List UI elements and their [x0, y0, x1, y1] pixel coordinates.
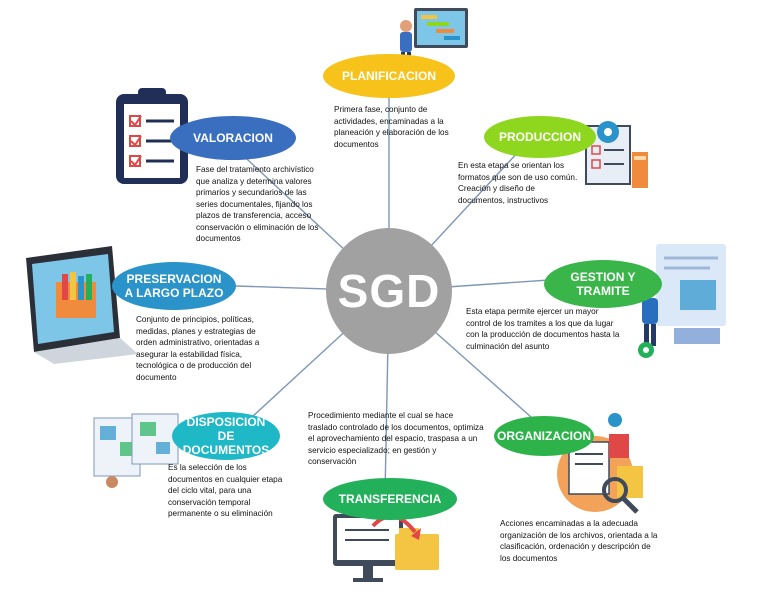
document-gear-icon [585, 121, 648, 188]
stage-gestion-label: GESTION Y TRAMITE [570, 270, 636, 298]
center-label: SGD [337, 265, 441, 317]
desc-organizacion: Acciones encaminadas a la adecuada organ… [500, 519, 658, 563]
stage-organizacion-label: ORGANIZACION [497, 429, 591, 443]
stage-valoracion-label: VALORACION [193, 131, 273, 145]
desc-preservacion: Conjunto de principios, políticas, medid… [136, 315, 260, 382]
stage-planificacion: PLANIFICACION [323, 54, 455, 98]
stage-preservacion-label: PRESERVACION A LARGO PLAZO [124, 272, 224, 300]
desc-gestion: Esta etapa permite ejercer un mayor cont… [466, 307, 620, 351]
laptop-file-cabinet-icon [26, 246, 138, 364]
stage-planificacion-label: PLANIFICACION [342, 69, 436, 83]
stage-organizacion: ORGANIZACION [494, 416, 594, 456]
desc-produccion: En esta etapa se orientan los formatos q… [458, 161, 578, 205]
stage-transferencia-label: TRANSFERENCIA [338, 492, 442, 506]
stage-valoracion: VALORACION [170, 116, 296, 160]
stage-transferencia: TRANSFERENCIA [323, 478, 457, 520]
stage-produccion-label: PRODUCCION [498, 130, 581, 144]
stage-gestion: GESTION Y TRAMITE [544, 260, 662, 308]
document-boards-icon [93, 413, 179, 488]
stage-disposicion-label: DISPOSICION DE DOCUMENTOS [182, 415, 270, 457]
stage-produccion: PRODUCCION [484, 116, 596, 158]
desc-disposicion: Es la selección de los documentos en cua… [168, 463, 283, 518]
stage-disposicion: DISPOSICION DE DOCUMENTOS [172, 412, 280, 460]
center-sgd-circle: SGD [326, 228, 452, 354]
desc-valoracion: Fase del tratamiento archivístico que an… [196, 165, 319, 243]
stage-preservacion: PRESERVACION A LARGO PLAZO [112, 262, 236, 310]
desc-planificacion: Primera fase, conjunto de actividades, e… [334, 105, 449, 149]
desc-transferencia: Procedimiento mediante el cual se hace t… [308, 411, 484, 466]
magnifier-documents-icon [557, 413, 643, 514]
